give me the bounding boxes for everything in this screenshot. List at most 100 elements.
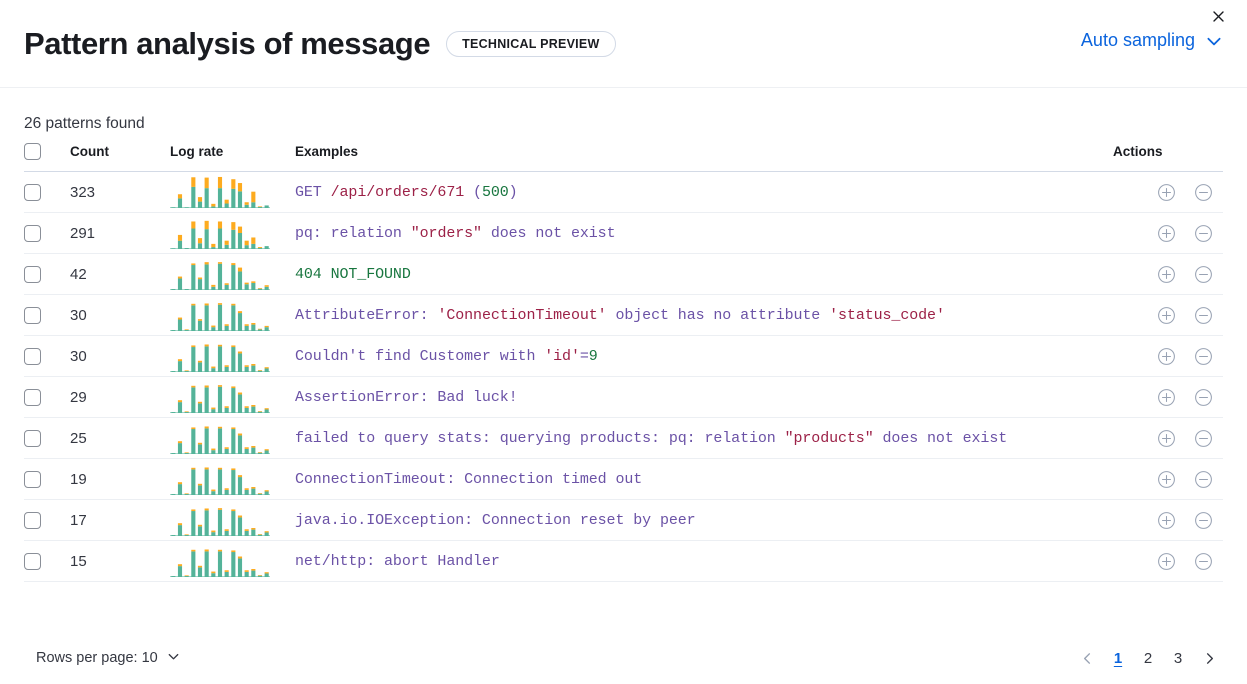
row-example: Couldn't find Customer with 'id'=9 [295, 335, 1113, 377]
example-token: AttributeError: [295, 306, 438, 324]
example-token: 'id' [544, 347, 580, 365]
row-example: pq: relation "orders" does not exist [295, 212, 1113, 254]
row-actions [1113, 171, 1223, 213]
minus-circle-icon[interactable] [1194, 511, 1213, 530]
example-token: ( [464, 183, 482, 201]
column-header-count[interactable]: Count [70, 143, 170, 172]
example-token: 'status_code' [829, 306, 945, 324]
select-all-checkbox[interactable] [24, 143, 41, 160]
row-actions [1113, 499, 1223, 541]
minus-circle-icon[interactable] [1194, 224, 1213, 243]
minus-circle-icon[interactable] [1194, 429, 1213, 448]
row-checkbox[interactable] [24, 183, 41, 201]
row-count: 323 [70, 171, 170, 213]
minus-circle-icon[interactable] [1194, 552, 1213, 571]
minus-circle-icon[interactable] [1194, 265, 1213, 284]
row-count: 17 [70, 499, 170, 541]
row-example: 404 NOT_FOUND [295, 253, 1113, 295]
plus-circle-icon[interactable] [1157, 306, 1176, 325]
row-checkbox[interactable] [24, 347, 41, 365]
row-log-rate-sparkline [170, 335, 295, 377]
plus-circle-icon[interactable] [1157, 552, 1176, 571]
example-token: = [579, 347, 589, 365]
row-actions [1113, 212, 1223, 254]
pagination-page-3[interactable]: 3 [1173, 649, 1183, 667]
table-row[interactable]: 15 net/http: abort Handler [24, 540, 1223, 582]
patterns-found-count: 26 patterns found [24, 115, 145, 132]
plus-circle-icon[interactable] [1157, 265, 1176, 284]
panel-header: Pattern analysis of message TECHNICAL PR… [0, 0, 1247, 88]
auto-sampling-button[interactable]: Auto sampling [1080, 30, 1195, 50]
plus-circle-icon[interactable] [1157, 183, 1176, 202]
table-row[interactable]: 29 AssertionError: Bad luck! [24, 376, 1223, 418]
example-token: /api/orders/671 [330, 183, 465, 201]
chevron-down-icon[interactable] [1205, 32, 1223, 50]
example-token: "products" [784, 429, 874, 447]
row-log-rate-sparkline [170, 253, 295, 295]
row-checkbox[interactable] [24, 306, 41, 324]
rows-per-page-label: Rows per page: 10 [36, 650, 158, 666]
chevron-right-icon[interactable] [1195, 644, 1223, 672]
example-token: AssertionError: Bad luck! [295, 388, 518, 406]
column-header-examples[interactable]: Examples [295, 143, 1113, 172]
row-count: 291 [70, 212, 170, 254]
example-token: "orders" [410, 224, 482, 242]
plus-circle-icon[interactable] [1157, 511, 1176, 530]
table-row[interactable]: 291 pq: relation "orders" does not exist [24, 212, 1223, 254]
plus-circle-icon[interactable] [1157, 347, 1176, 366]
plus-circle-icon[interactable] [1157, 388, 1176, 407]
plus-circle-icon[interactable] [1157, 470, 1176, 489]
row-checkbox[interactable] [24, 552, 41, 570]
row-count: 29 [70, 376, 170, 418]
minus-circle-icon[interactable] [1194, 183, 1213, 202]
minus-circle-icon[interactable] [1194, 388, 1213, 407]
pagination-page-1[interactable]: 1 [1113, 649, 1123, 667]
row-actions [1113, 376, 1223, 418]
row-checkbox[interactable] [24, 511, 41, 529]
rows-per-page-selector[interactable]: Rows per page: 10 [24, 649, 181, 668]
row-example: failed to query stats: querying products… [295, 417, 1113, 459]
column-header-actions: Actions [1113, 143, 1223, 172]
table-footer: Rows per page: 10 1 2 3 [0, 632, 1247, 684]
row-log-rate-sparkline [170, 458, 295, 500]
minus-circle-icon[interactable] [1194, 470, 1213, 489]
row-checkbox[interactable] [24, 388, 41, 406]
example-token: pq: relation [295, 224, 411, 242]
minus-circle-icon[interactable] [1194, 347, 1213, 366]
row-select-cell [24, 417, 70, 459]
row-select-cell [24, 253, 70, 295]
example-token: net/http: abort Handler [295, 552, 500, 570]
column-header-log-rate[interactable]: Log rate [170, 143, 295, 172]
table-row[interactable]: 30 Couldn't find Customer with 'id'=9 [24, 335, 1223, 377]
plus-circle-icon[interactable] [1157, 224, 1176, 243]
plus-circle-icon[interactable] [1157, 429, 1176, 448]
status-badge: TECHNICAL PREVIEW [446, 30, 616, 57]
row-select-cell [24, 171, 70, 213]
example-token: 500 [481, 183, 509, 201]
minus-circle-icon[interactable] [1194, 306, 1213, 325]
pagination-page-2[interactable]: 2 [1143, 649, 1153, 667]
row-count: 15 [70, 540, 170, 582]
example-token: Couldn't find Customer with [295, 347, 545, 365]
row-checkbox[interactable] [24, 470, 41, 488]
table-row[interactable]: 42 404 NOT_FOUND [24, 253, 1223, 295]
row-count: 42 [70, 253, 170, 295]
pagination: 1 2 3 [1073, 644, 1223, 672]
close-icon[interactable] [1206, 4, 1230, 28]
row-checkbox[interactable] [24, 224, 41, 242]
row-actions [1113, 417, 1223, 459]
chevron-left-icon[interactable] [1073, 644, 1101, 672]
row-example: AttributeError: 'ConnectionTimeout' obje… [295, 294, 1113, 336]
row-count: 30 [70, 335, 170, 377]
row-select-cell [24, 335, 70, 377]
row-select-cell [24, 540, 70, 582]
row-checkbox[interactable] [24, 429, 41, 447]
row-checkbox[interactable] [24, 265, 41, 283]
